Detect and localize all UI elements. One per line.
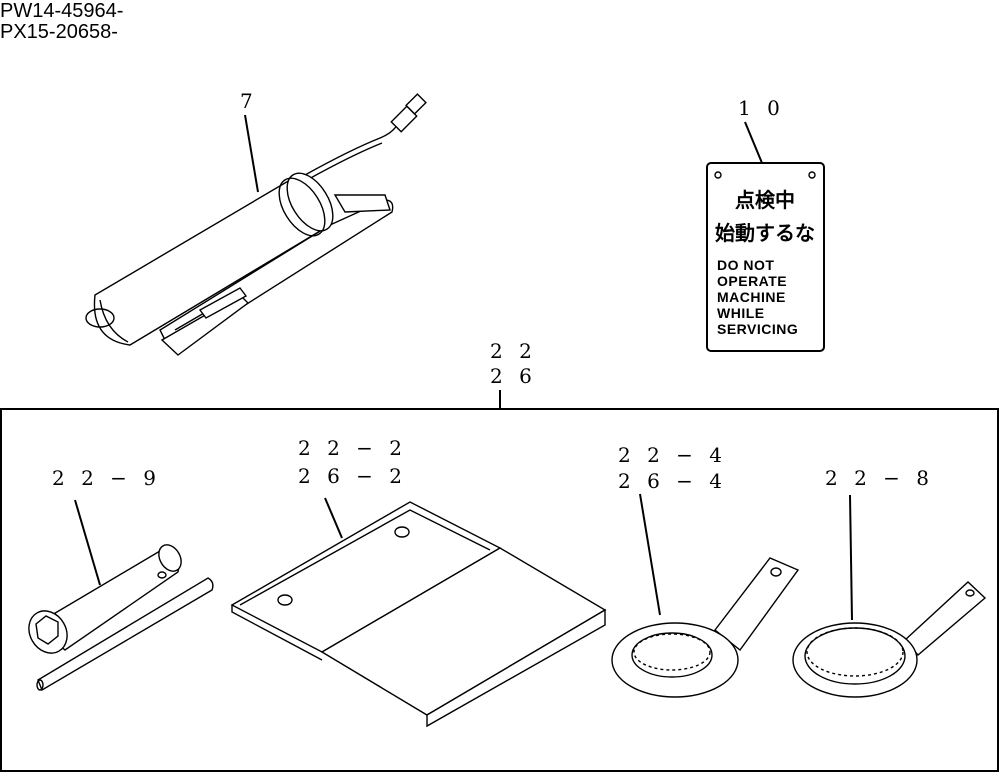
socket-wrench-illustration (28, 544, 214, 692)
callout-26-4: 2 6 − 4 (618, 469, 727, 493)
callout-10: 1 0 (738, 96, 785, 120)
ring-wrench-illustration (611, 557, 800, 698)
tag-en-line-3: MACHINE (717, 289, 786, 305)
callout-22-4: 2 2 − 4 (618, 443, 727, 467)
tag-jp-line-1: 点検中 (735, 188, 795, 212)
thin-ring-wrench-illustration (792, 581, 987, 698)
callout-22-9: 2 2 − 9 (52, 466, 161, 490)
tag-en-line-2: OPERATE (717, 273, 787, 289)
tag-jp-line-2: 始動するな (715, 221, 815, 245)
serial-number-2: PX15-20658- (0, 21, 118, 43)
callout-22-8: 2 2 − 8 (825, 466, 934, 490)
tag-en-line-4: WHILE (717, 305, 765, 321)
leader-line-7 (244, 114, 259, 193)
callout-7: 7 (240, 89, 258, 113)
callout-22: 2 2 (490, 339, 537, 363)
leader-line-22-8 (849, 494, 853, 621)
leader-line-22-4 (639, 493, 661, 616)
leader-line-22-9 (74, 499, 101, 586)
callout-26-2: 2 6 − 2 (298, 464, 407, 488)
callout-26: 2 6 (490, 364, 537, 388)
tool-bag-illustration (230, 501, 607, 728)
serial-number-1: PW14-45964- (0, 0, 124, 22)
warning-tag: 点検中 始動するな DO NOT OPERATE MACHINE WHILE S… (706, 162, 825, 352)
tag-en-line-1: DO NOT (717, 257, 774, 273)
callout-22-2: 2 2 − 2 (298, 436, 407, 460)
leader-line-10 (744, 121, 763, 164)
tool-kit-frame (0, 408, 999, 772)
tag-en-line-5: SERVICING (717, 321, 798, 337)
grease-gun-illustration (85, 93, 427, 356)
leader-line-22-2 (324, 497, 343, 539)
